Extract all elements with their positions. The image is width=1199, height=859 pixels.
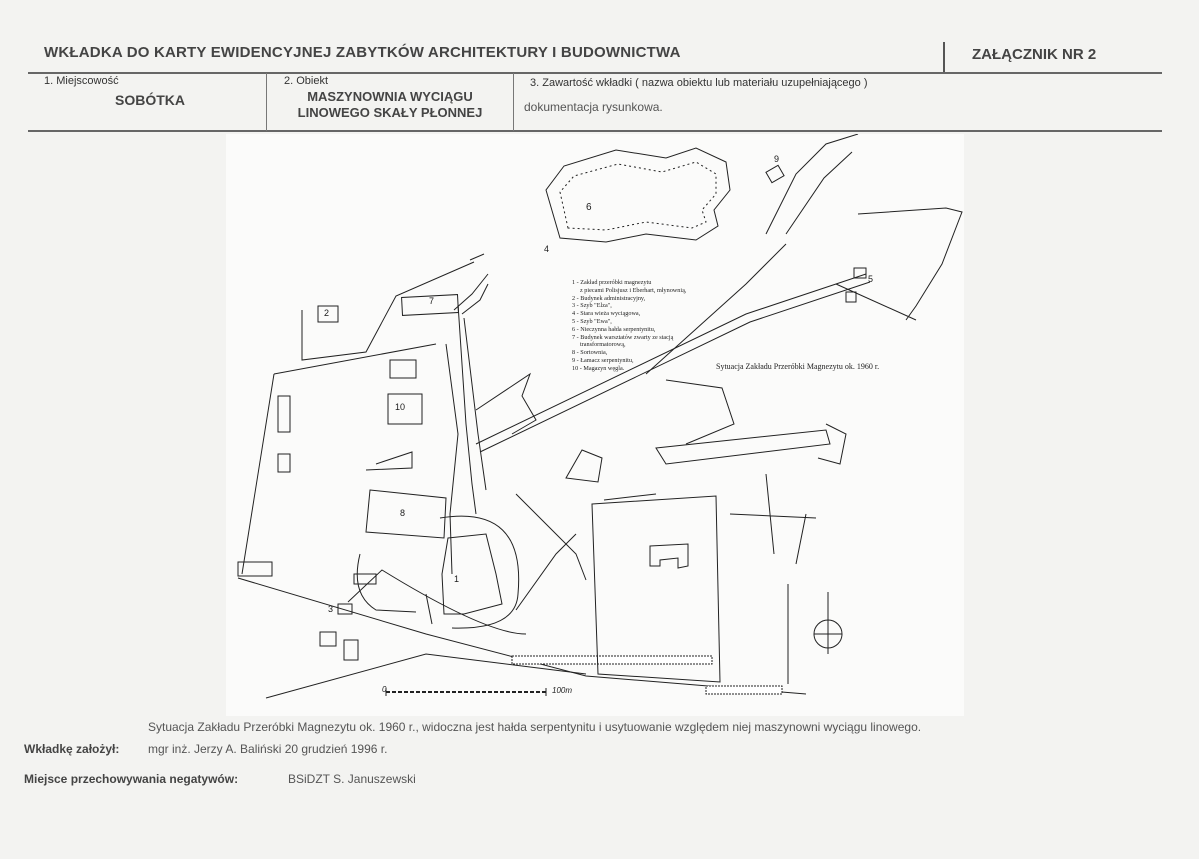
legend-item: 8 - Sortownia, xyxy=(572,349,608,357)
legend-item: 7 - Budynek warsztatów zwarty ze stacją xyxy=(572,333,674,341)
content-label: 3. Zawartość wkładki ( nazwa obiektu lub… xyxy=(530,77,868,89)
map-number: 8 xyxy=(400,508,406,518)
map-number: 5 xyxy=(868,274,874,284)
map-number: 1 xyxy=(454,574,460,584)
legend-item: transformatorową, xyxy=(580,341,626,349)
site-plan: 1 - Zakład przeróbki magnezytu z piecami… xyxy=(226,134,964,716)
legend-item: 2 - Budynek administracyjny, xyxy=(572,294,646,302)
legend-item: 4 - Stara wieża wyciągowa, xyxy=(572,310,641,318)
legend-item: 6 - Nieczynna hałda serpentynitu, xyxy=(572,325,656,333)
storage-value: BSiDZT S. Januszewski xyxy=(288,772,416,786)
scale-start-label: 0 xyxy=(382,685,387,694)
figure-caption: Sytuacja Zakładu Przeróbki Magnezytu ok.… xyxy=(148,720,922,734)
field-divider xyxy=(266,73,267,131)
map-number: 3 xyxy=(328,604,334,614)
map-number: 6 xyxy=(586,202,592,213)
heap-outline xyxy=(545,147,731,243)
legend-item: 9 - Łamacz serpentynitu, xyxy=(572,356,634,364)
map-legend: 1 - Zakład przeróbki magnezytu z piecami… xyxy=(572,279,686,373)
locality-value: SOBÓTKA xyxy=(115,92,185,108)
header-divider xyxy=(943,42,945,72)
author-value: mgr inż. Jerzy A. Baliński 20 grudzień 1… xyxy=(148,742,388,756)
fields-rule xyxy=(28,130,1162,132)
site-plan-drawing xyxy=(237,134,963,699)
object-label: 2. Obiekt xyxy=(284,75,329,87)
object-value-line1: MASZYNOWNIA WYCIĄGU xyxy=(307,89,473,104)
legend-item: 10 - Magazyn węgla. xyxy=(572,364,625,372)
map-number: 7 xyxy=(429,296,435,306)
map-number: 4 xyxy=(544,244,550,254)
heap-hatching xyxy=(559,161,717,231)
legend-item: z piecami Polisjusz i Eberhart, młynowni… xyxy=(580,286,687,294)
map-number: 2 xyxy=(324,308,330,318)
legend-item: 5 - Szyb "Ewa", xyxy=(572,317,612,325)
storage-label: Miejsce przechowywania negatywów: xyxy=(24,772,239,786)
object-value-line2: LINOWEGO SKAŁY PŁONNEJ xyxy=(297,105,483,120)
author-label: Wkładkę założył: xyxy=(24,742,120,756)
legend-item: 1 - Zakład przeróbki magnezytu xyxy=(572,279,652,286)
legend-item: 3 - Szyb "Elza", xyxy=(572,302,612,310)
scale-end-label: 100m xyxy=(552,686,573,695)
content-value: dokumentacja rysunkowa. xyxy=(524,100,663,114)
field-divider xyxy=(513,73,514,131)
map-title: Sytuacja Zakładu Przeróbki Magnezytu ok.… xyxy=(716,362,880,371)
scale-bar xyxy=(385,688,547,696)
locality-label: 1. Miejscowość xyxy=(44,75,119,87)
map-number: 10 xyxy=(395,402,406,412)
attachment-number: ZAŁĄCZNIK NR 2 xyxy=(972,46,1097,63)
header-rule xyxy=(28,72,1162,74)
map-number: 9 xyxy=(774,154,780,164)
card-title: WKŁADKA DO KARTY EWIDENCYJNEJ ZABYTKÓW A… xyxy=(44,44,681,61)
